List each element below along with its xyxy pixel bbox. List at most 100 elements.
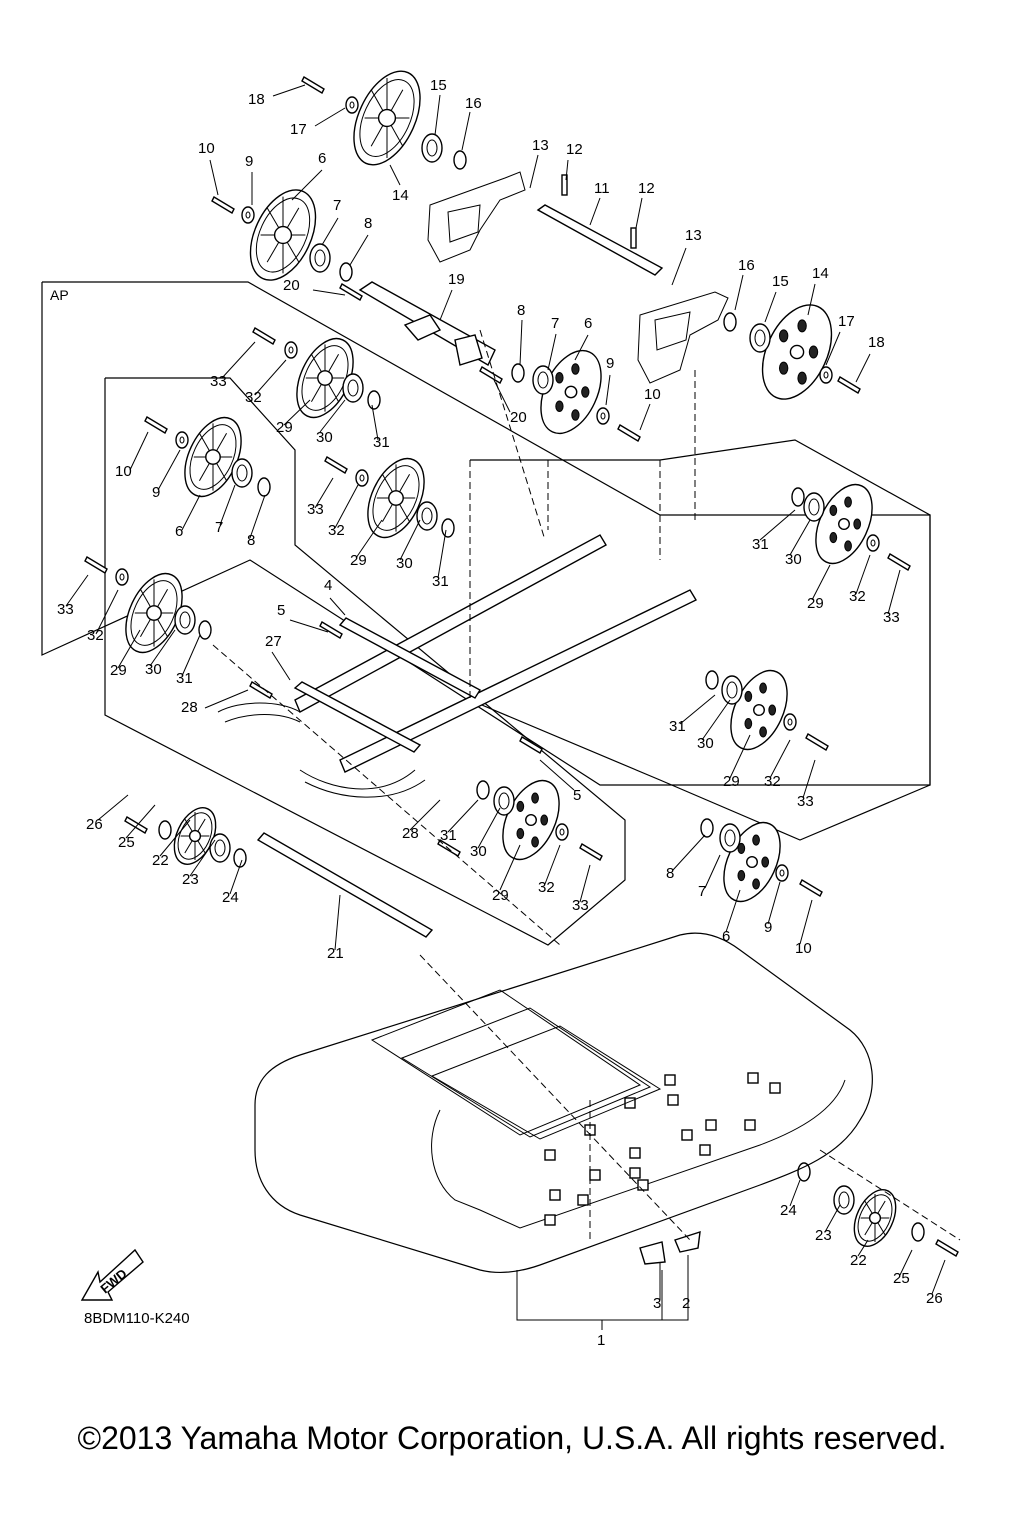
wheel-hole	[759, 682, 767, 694]
callout-leader	[399, 519, 421, 561]
washer-hole	[870, 539, 876, 547]
callout-leader	[811, 564, 831, 601]
track-tread-bar	[370, 989, 642, 1136]
callout-number: 32	[538, 879, 555, 896]
callout-number: 31	[373, 434, 390, 451]
callout-leader	[887, 569, 901, 615]
bearing-bore	[314, 249, 326, 267]
inner-frame-1	[104, 377, 626, 946]
track-lug	[589, 1169, 601, 1181]
callout-leader	[729, 734, 751, 779]
slide-rail-front-curve	[217, 702, 301, 723]
wheel-inner-rim	[189, 424, 237, 490]
wheel-hole	[797, 371, 807, 385]
wheel-inner-rim	[359, 79, 415, 157]
wheel-hole	[844, 540, 852, 552]
wheel-hole	[555, 400, 564, 413]
callout-leader	[204, 689, 249, 709]
callout-number: 32	[764, 773, 781, 790]
callout-number: 6	[584, 315, 592, 332]
washer	[115, 568, 129, 586]
idler-wheel	[249, 189, 317, 281]
track-lug	[705, 1119, 717, 1131]
wheel-hole	[844, 496, 852, 508]
callout-number: 8	[517, 302, 525, 319]
circlip	[700, 818, 714, 838]
wheel-hole	[581, 386, 590, 398]
callout-leader	[857, 1239, 869, 1257]
callout-leader	[789, 519, 811, 556]
bearing-bore	[724, 829, 736, 847]
track-lug	[544, 1214, 556, 1226]
callout-number: 7	[698, 883, 706, 900]
callout-number: 33	[572, 897, 589, 914]
callout-number: 13	[685, 227, 702, 244]
wheel-hole	[829, 532, 838, 544]
wheel-hole	[571, 363, 580, 375]
bolt	[144, 416, 168, 434]
bearing	[309, 243, 331, 273]
callout-leader	[547, 333, 557, 371]
track-lug	[681, 1129, 693, 1141]
callout-leader	[447, 799, 479, 833]
bearing	[532, 365, 554, 395]
bearing-bore	[838, 1191, 850, 1209]
callout-number: 20	[283, 277, 300, 294]
slide-rail-left	[294, 534, 607, 713]
front-arm-shaft	[293, 681, 422, 753]
callout-number: 29	[276, 419, 293, 436]
callout-number: 15	[430, 77, 447, 94]
bolt	[799, 879, 823, 897]
callout-leader	[725, 889, 741, 933]
washer-hole	[600, 412, 606, 420]
callout-leader	[125, 804, 156, 839]
washer-hole	[823, 371, 829, 379]
callout-leader	[769, 739, 791, 779]
callout-leader	[334, 894, 341, 951]
track-lug	[577, 1194, 589, 1206]
callout-number: 7	[215, 519, 223, 536]
callout-number: 30	[697, 735, 714, 752]
bolt	[301, 76, 325, 94]
idler-wheel	[296, 337, 354, 419]
callout-leader	[671, 247, 687, 286]
bearing-bore	[808, 498, 820, 516]
track-tread-bar	[430, 1025, 662, 1140]
callout-number: 20	[510, 409, 527, 426]
callout-leader	[271, 651, 291, 681]
wheel-hole	[531, 836, 539, 848]
callout-number: 27	[265, 633, 282, 650]
bearing-bore	[754, 329, 766, 347]
wheel-hole	[516, 828, 525, 840]
idler-wheel	[125, 572, 183, 654]
callout-leader	[371, 404, 379, 441]
bolt	[124, 816, 148, 834]
washer	[596, 407, 610, 425]
bolt	[249, 681, 273, 699]
wheel-hub	[868, 1211, 882, 1225]
bearing	[209, 833, 231, 863]
track-belt-inner	[431, 1079, 846, 1229]
circlip	[911, 1222, 925, 1242]
washer	[555, 823, 569, 841]
callout-leader	[639, 403, 651, 431]
wheel-hub	[205, 449, 221, 465]
callout-number: 29	[723, 773, 740, 790]
callout-leader	[283, 399, 311, 426]
washer	[819, 366, 833, 384]
track-lug	[744, 1119, 756, 1131]
hanger-bracket-left-inner	[447, 204, 481, 243]
bolt	[211, 196, 235, 214]
washer-hole	[787, 718, 793, 726]
callout-number: 7	[333, 197, 341, 214]
callout-number: 5	[277, 602, 285, 619]
wheel-hole	[752, 834, 760, 846]
callout-leader	[312, 289, 346, 296]
callout-leader	[249, 494, 266, 539]
circlip	[476, 780, 490, 800]
hanger-bracket-right-inner	[654, 311, 691, 351]
wheel-hole	[808, 345, 819, 359]
front-arm-plate-2	[454, 334, 483, 366]
bolt	[324, 456, 348, 474]
bearing	[416, 501, 438, 531]
